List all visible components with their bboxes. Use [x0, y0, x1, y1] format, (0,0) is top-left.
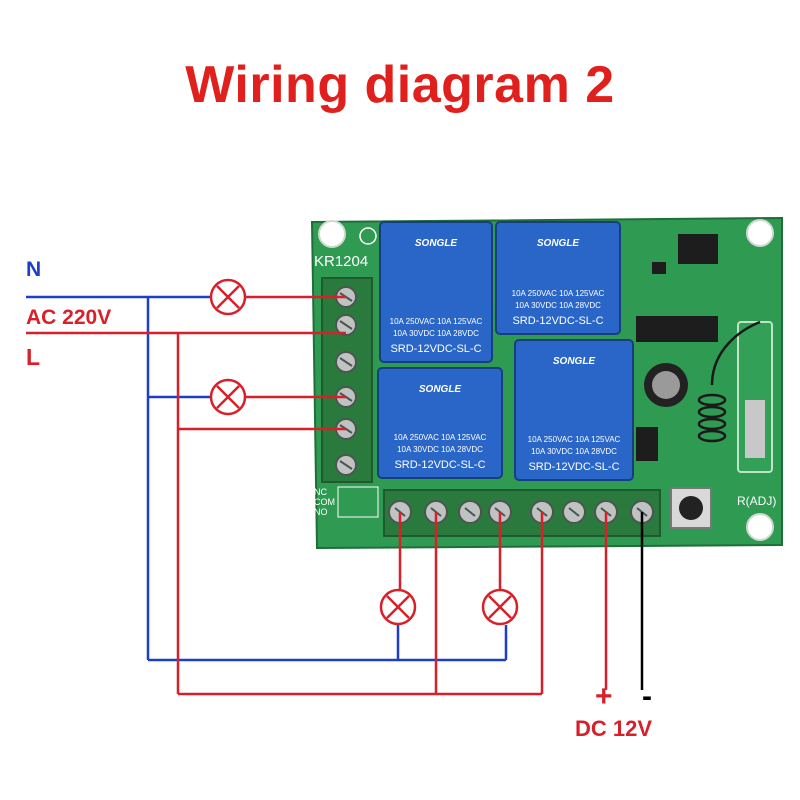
ic-chip — [678, 234, 718, 264]
relay-4: SONGLE 10A 250VAC 10A 125VAC 10A 30VDC 10A… — [514, 339, 634, 481]
dc-plus-label: + — [595, 680, 613, 713]
diagram-title: Wiring diagram 2 — [185, 56, 615, 114]
relay-model: SRD-12VDC-SL-C — [528, 461, 619, 473]
relay-3: SONGLE 10A 250VAC 10A 125VAC 10A 30VDC 10A… — [377, 367, 503, 479]
diode — [636, 427, 658, 461]
relay-body — [379, 221, 493, 363]
relay-body — [495, 221, 621, 335]
relay-rating: 10A 250VAC 10A 125VAC — [390, 317, 483, 326]
relay-1: SONGLE 10A 250VAC 10A 125VAC 10A 30VDC 10A… — [379, 221, 493, 363]
capacitor — [644, 363, 688, 407]
trim-label: R(ADJ) — [737, 494, 776, 508]
voltage-label: AC 220V — [26, 306, 112, 329]
mounting-hole — [746, 219, 774, 247]
bottom-terminal-block — [383, 489, 661, 537]
relay-model: SRD-12VDC-SL-C — [394, 459, 485, 471]
relay-brand: SONGLE — [415, 238, 458, 249]
relay-model: SRD-12VDC-SL-C — [390, 343, 481, 355]
neutral-label: N — [26, 258, 42, 281]
antenna-coil — [697, 320, 761, 443]
decoder-chip — [636, 316, 718, 342]
relay-rating: 10A 250VAC 10A 125VAC — [528, 435, 621, 444]
lamp-icon — [481, 588, 519, 626]
pin-table: NC COM NO — [314, 486, 379, 518]
learn-button — [670, 487, 712, 529]
screw-terminal — [458, 500, 482, 524]
transistor — [652, 262, 666, 274]
live-label: L — [26, 344, 41, 370]
lamp-icon — [209, 278, 247, 316]
relay-brand: SONGLE — [419, 384, 462, 395]
dc-minus-label: - — [642, 680, 652, 713]
mounting-hole — [318, 220, 346, 248]
neutral-wiring — [26, 295, 508, 662]
board-model: KR1204 — [314, 253, 368, 270]
screw-terminal — [335, 314, 357, 336]
dc-supply-label: DC 12V — [575, 716, 653, 741]
pin-label-com: COM — [314, 497, 335, 507]
relay-rating: 10A 30VDC 10A 28VDC — [397, 445, 483, 454]
side-terminal-block — [321, 277, 373, 483]
screw-terminal — [562, 500, 586, 524]
relay-rating: 10A 250VAC 10A 125VAC — [512, 289, 605, 298]
relay-rating: 10A 250VAC 10A 125VAC — [394, 433, 487, 442]
mounting-hole — [746, 513, 774, 541]
lamp-icon — [209, 378, 247, 416]
relay-rating: 10A 30VDC 10A 28VDC — [515, 301, 601, 310]
relay-group: SONGLE 10A 250VAC 10A 125VAC 10A 30VDC 10A… — [377, 221, 634, 481]
screw-terminal — [335, 351, 357, 373]
relay-model: SRD-12VDC-SL-C — [512, 315, 603, 327]
board-marker — [359, 227, 377, 245]
pin-label-nc: NC — [314, 487, 327, 497]
receiver-crystal — [745, 400, 765, 458]
side-terminal-housing — [321, 277, 373, 483]
pin-label-no: NO — [314, 507, 328, 517]
relay-rating: 10A 30VDC 10A 28VDC — [393, 329, 479, 338]
relay-brand: SONGLE — [537, 238, 580, 249]
lamp-group — [209, 278, 519, 626]
live-wiring — [26, 295, 608, 696]
relay-brand: SONGLE — [553, 356, 596, 367]
relay-2: SONGLE 10A 250VAC 10A 125VAC 10A 30VDC 10A… — [495, 221, 621, 335]
screw-terminal — [335, 454, 357, 476]
relay-rating: 10A 30VDC 10A 28VDC — [531, 447, 617, 456]
lamp-icon — [379, 588, 417, 626]
relay-body — [377, 367, 503, 479]
relay-body — [514, 339, 634, 481]
